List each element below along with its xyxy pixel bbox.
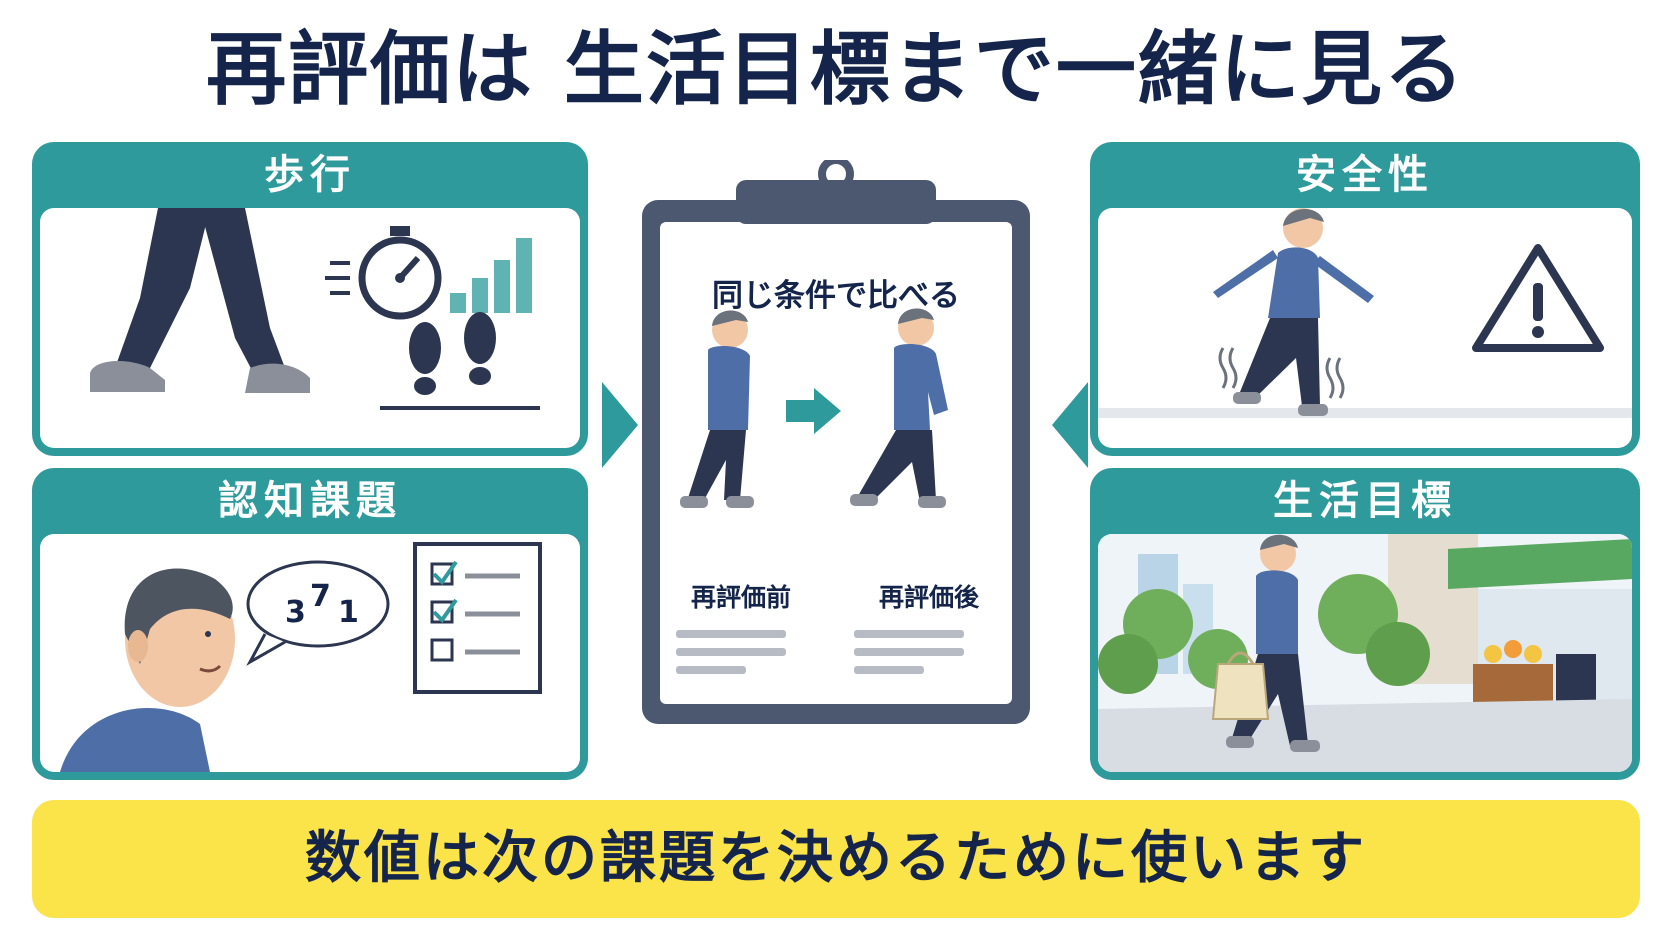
safety-illustration	[1098, 208, 1632, 418]
goals-illustration	[1098, 534, 1632, 772]
speech-bubble: 3 7 1	[246, 560, 390, 666]
panel-safety: 安全性	[1090, 142, 1640, 456]
clipboard-heading: 同じ条件で比べる	[712, 278, 960, 314]
figure-after	[850, 308, 948, 508]
walking-illustration	[90, 208, 540, 410]
center-clipboard: 同じ条件で比べる 再評価前 再評価後	[636, 160, 1036, 730]
summary-banner: 数値は次の課題を決めるために使います	[32, 800, 1640, 918]
checklist-icon	[413, 542, 542, 694]
panel-cognitive-header: 認知課題	[218, 478, 402, 524]
cognitive-illustration: 3 7 1	[60, 542, 542, 772]
panel-walking-header: 歩行	[264, 152, 356, 198]
arrow-right-icon	[602, 382, 638, 468]
bubble-number-3: 1	[338, 595, 359, 630]
panel-walking-body	[40, 208, 580, 448]
before-label: 再評価前	[690, 583, 791, 612]
footprints-icon	[409, 312, 496, 395]
bubble-number-2: 7	[310, 579, 331, 614]
clipboard-icon	[642, 160, 1030, 724]
panel-cognitive: 認知課題 3 7 1	[32, 468, 588, 780]
arrow-left-icon	[1052, 382, 1088, 468]
panel-safety-body	[1098, 208, 1632, 448]
page-title: 再評価は 生活目標まで一緒に見る	[206, 23, 1466, 116]
panel-cognitive-body: 3 7 1	[40, 534, 580, 772]
figure-before	[680, 310, 754, 508]
bubble-number-1: 3	[285, 595, 306, 630]
stopwatch-icon	[325, 226, 442, 320]
panel-walking: 歩行	[32, 142, 588, 456]
panel-safety-header: 安全性	[1296, 152, 1434, 198]
panel-goals-header: 生活目標	[1273, 478, 1457, 524]
warning-icon	[1472, 244, 1604, 352]
after-label: 再評価後	[878, 583, 979, 612]
panel-goals-body	[1098, 534, 1632, 772]
bar-chart-icon	[450, 238, 532, 313]
panel-goals: 生活目標	[1090, 468, 1640, 780]
